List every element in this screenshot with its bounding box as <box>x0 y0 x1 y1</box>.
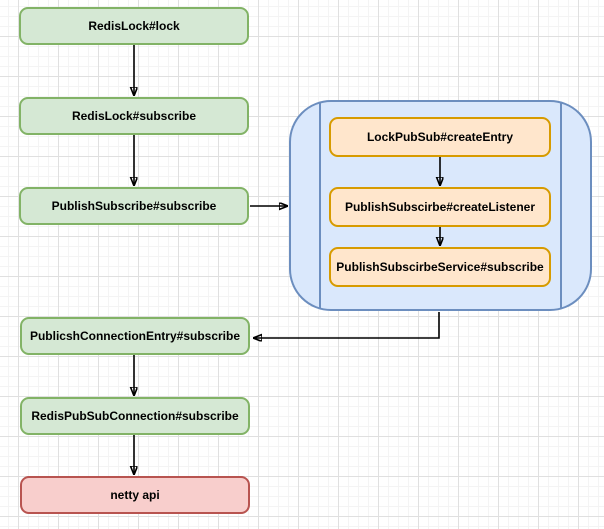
node-label: LockPubSub#createEntry <box>366 130 514 144</box>
node-lockpubsub-createentry[interactable]: LockPubSub#createEntry <box>329 117 551 157</box>
node-publishsubscirbeservice-subscribe[interactable]: PublishSubscirbeService#subscribe <box>329 247 551 287</box>
container-right-bar <box>560 102 562 309</box>
node-label: PublishSubscirbe#createListener <box>344 200 536 214</box>
node-label: netty api <box>110 488 160 502</box>
node-redispubsubconnection-subscribe[interactable]: RedisPubSubConnection#subscribe <box>20 397 250 435</box>
node-netty-api[interactable]: netty api <box>20 476 250 514</box>
node-label: RedisPubSubConnection#subscribe <box>31 409 239 423</box>
node-publicshconnectionentry-subscribe[interactable]: PublicshConnectionEntry#subscribe <box>20 317 250 355</box>
node-label: PublicshConnectionEntry#subscribe <box>29 329 241 343</box>
node-redislock-lock[interactable]: RedisLock#lock <box>19 7 249 45</box>
container-left-bar <box>319 102 321 309</box>
node-label: PublishSubscribe#subscribe <box>51 199 217 213</box>
node-redislock-subscribe[interactable]: RedisLock#subscribe <box>19 97 249 135</box>
node-label: PublishSubscirbeService#subscribe <box>336 260 544 274</box>
node-label: RedisLock#subscribe <box>71 109 197 123</box>
node-publishsubscribe-subscribe[interactable]: PublishSubscribe#subscribe <box>19 187 249 225</box>
node-publishsubscirbe-createlistener[interactable]: PublishSubscirbe#createListener <box>329 187 551 227</box>
arrow-container-to-connectionentry <box>254 312 440 338</box>
node-label: RedisLock#lock <box>88 19 180 33</box>
